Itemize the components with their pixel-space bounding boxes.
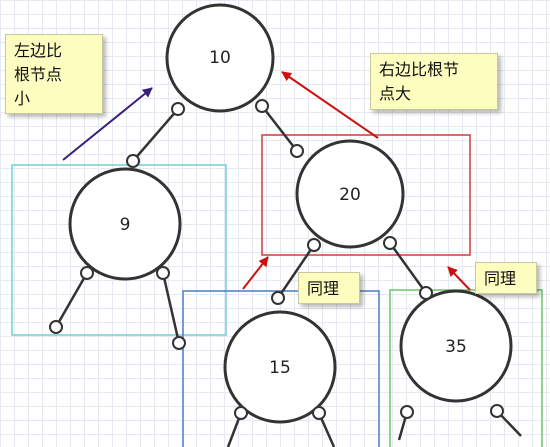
node-35-circle [399, 289, 513, 403]
node-20-circle [295, 139, 405, 249]
node-15-circle [223, 310, 337, 424]
note-left-smaller: 左边比 根节点 小 [5, 34, 103, 114]
node-35-label: 35 [445, 337, 467, 357]
note-same-right: 同理 [475, 262, 537, 294]
node-9-circle [68, 167, 182, 281]
note-right-larger: 右边比根节 点大 [370, 53, 498, 110]
arrow-same-right [447, 266, 471, 291]
arrow-right-larger [281, 71, 379, 139]
subtree-box-35 [389, 289, 543, 447]
note-same-left: 同理 [298, 272, 360, 304]
arrow-same-left [242, 256, 269, 290]
node-15-label: 15 [269, 358, 291, 378]
subtree-box-15 [182, 290, 380, 447]
subtree-box-right [261, 134, 471, 256]
subtree-box-left [11, 164, 227, 336]
arrow-left-smaller [62, 87, 153, 161]
node-10-circle [165, 3, 275, 113]
node-20-label: 20 [339, 185, 361, 205]
node-9-label: 9 [120, 215, 131, 235]
node-10-label: 10 [209, 48, 231, 68]
connector-ports [49, 99, 504, 420]
